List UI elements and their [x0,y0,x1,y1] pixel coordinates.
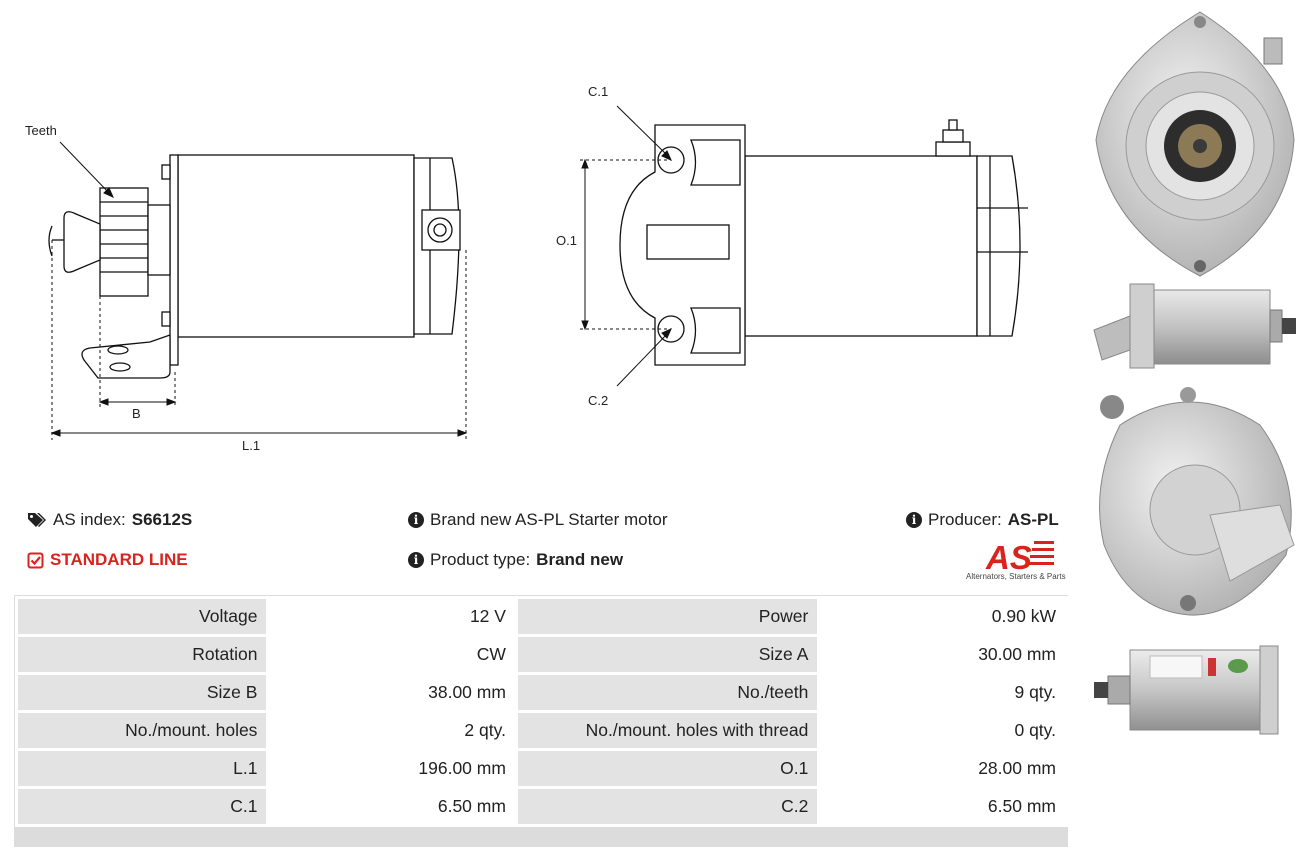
spec-label: Rotation [18,637,267,672]
spec-value: 9 qty. [820,675,1065,710]
spec-label: C.2 [517,789,818,824]
info-icon: i [408,552,424,568]
check-square-icon [27,552,44,569]
photo-label-side [1094,645,1279,735]
spec-label: No./mount. holes [18,713,267,748]
label-b: B [132,406,141,421]
photo-rear-end [1099,387,1295,616]
table-row: C.1 6.50 mm C.2 6.50 mm [18,789,1065,824]
table-row: Voltage 12 V Power 0.90 kW [18,599,1065,634]
front-view-drawing: C.1 O.1 C.2 [556,84,1028,408]
spec-label: C.1 [18,789,267,824]
info-icon: i [408,512,424,528]
table-row: Rotation CW Size A 30.00 mm [18,637,1065,672]
as-index-label: AS index: [53,510,126,529]
info-icon: i [906,512,922,528]
spec-value: 28.00 mm [820,751,1065,786]
as-index: AS index: S6612S [27,510,192,530]
spec-label: Size B [18,675,267,710]
spec-label: No./mount. holes with thread [517,713,818,748]
spec-value: 38.00 mm [269,675,515,710]
product-line: STANDARD LINE [27,550,188,570]
spec-value: 196.00 mm [269,751,515,786]
spec-value: 6.50 mm [820,789,1065,824]
photo-pinion-end [1095,11,1295,277]
spec-label: O.1 [517,751,818,786]
producer-label: Producer: [928,510,1002,529]
table-row: L.1 196.00 mm O.1 28.00 mm [18,751,1065,786]
spec-value: 2 qty. [269,713,515,748]
spec-label: No./teeth [517,675,818,710]
spec-value: 30.00 mm [820,637,1065,672]
spec-label: Power [517,599,818,634]
tags-icon [27,512,47,528]
spec-label: Voltage [18,599,267,634]
side-view-drawing: Teeth B L.1 [25,123,468,453]
table-row: No./mount. holes 2 qty. No./mount. holes… [18,713,1065,748]
photo-side [1093,283,1296,369]
label-teeth: Teeth [25,123,57,138]
table-row: Size B 38.00 mm No./teeth 9 qty. [18,675,1065,710]
product-type-value: Brand new [536,550,624,569]
label-o1: O.1 [556,233,577,248]
spec-value: 12 V [269,599,515,634]
logo-subtitle: Alternators, Starters & Parts [966,572,1066,581]
label-l1: L.1 [242,438,260,453]
description: i Brand new AS-PL Starter motor [408,510,667,530]
standard-line-text: STANDARD LINE [50,550,188,569]
product-type: i Product type: Brand new [408,550,623,570]
as-pl-logo: AS [985,539,1054,572]
description-text: Brand new AS-PL Starter motor [430,510,668,529]
spec-value: 0 qty. [820,713,1065,748]
logo-text: AS [985,539,1032,572]
spec-value: 6.50 mm [269,789,515,824]
spec-table: Voltage 12 V Power 0.90 kW Rotation CW S… [15,596,1068,827]
label-c1: C.1 [588,84,608,99]
product-type-label: Product type: [430,550,531,569]
spec-value: 0.90 kW [820,599,1065,634]
label-c2: C.2 [588,393,608,408]
spec-value: CW [269,637,515,672]
producer-value: AS-PL [1007,510,1059,529]
spec-label: L.1 [18,751,267,786]
producer: i Producer: AS-PL [906,510,1059,530]
as-index-value: S6612S [131,510,193,529]
spec-label: Size A [517,637,818,672]
